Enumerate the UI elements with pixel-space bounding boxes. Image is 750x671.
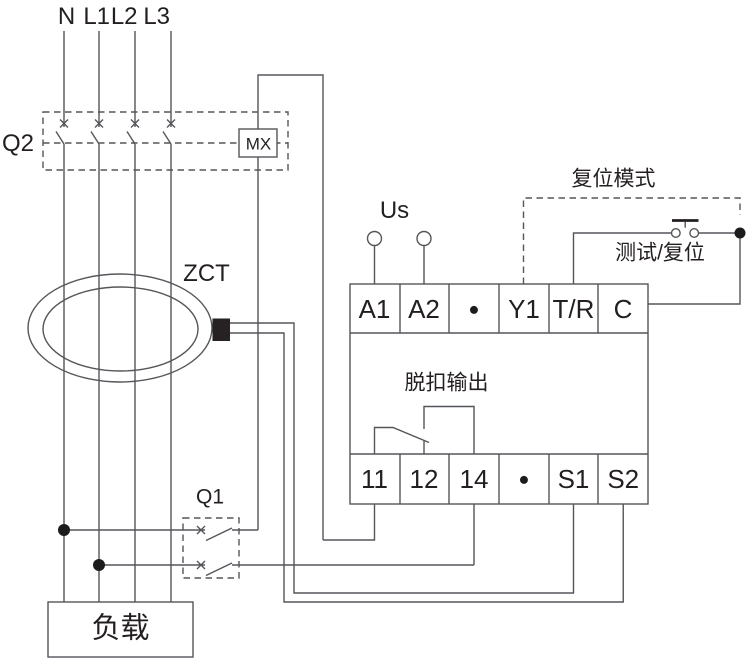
button-contact-right [689,227,700,238]
mx-label: MX [245,134,272,153]
button-c-wire [648,232,741,305]
q2-breaker-enclosure [42,111,289,171]
us-terminal-a1-circle [366,230,383,247]
test-reset-label: 测试/复位 [615,241,705,265]
terminal-tr: T/R [552,293,595,324]
zct-connector [212,318,230,341]
supply-label-l1: L1 [83,3,111,30]
us-label: Us [379,197,410,224]
load-label: 负载 [91,612,150,645]
junction-dot-l1 [93,559,105,571]
terminal-a1: A1 [358,293,391,324]
trip-output-label: 脱扣输出 [404,371,489,395]
terminal-a2: A2 [408,293,440,324]
supply-label-n: N [57,3,76,30]
zct-s2-wire [230,332,624,603]
zct-inner-ring [42,286,199,372]
tr-button-wire [572,232,672,284]
terminal-dot-icon-bottom: ● [518,467,530,489]
button-contact-left [670,227,681,238]
terminal-dot-icon-top: ● [468,297,480,319]
supply-line-l2 [126,31,140,602]
mx-coil-box [238,128,278,158]
supply-label-l2: L2 [110,3,138,30]
mx-top-wire [257,74,324,540]
load-box [47,601,194,658]
terminal-s2: S2 [607,464,640,494]
q2-label: Q2 [1,129,35,157]
zct-s1-wire [230,322,575,594]
terminal-14: 14 [459,464,489,494]
supply-label-l3: L3 [143,3,171,30]
supply-line-l3 [162,31,176,602]
us-terminal-stems [373,245,425,284]
junction-dot-n [58,524,70,536]
terminal-11: 11 [361,464,388,494]
supply-line-n [55,31,69,602]
q1-lower-contact [99,560,474,577]
supply-line-l1 [90,31,104,602]
q1-label: Q1 [195,485,225,509]
zct-outer-ring [27,273,213,383]
terminal-11-wire [323,504,376,541]
q1-switch-enclosure [182,517,240,579]
relay-terminal-dividers [399,284,599,504]
us-terminal-a2-circle [416,230,432,247]
reset-mode-boundary [522,197,741,284]
reset-mode-label: 复位模式 [571,167,656,191]
trip-contact-symbol [373,405,475,454]
terminal-s1: S1 [557,464,590,494]
terminal-12: 12 [409,464,439,494]
q1-upper-contact [64,525,258,542]
terminal-c: C [613,293,633,324]
terminal-y1: Y1 [508,293,540,324]
junction-dot-reset [734,227,746,239]
zct-label: ZCT [183,260,230,287]
